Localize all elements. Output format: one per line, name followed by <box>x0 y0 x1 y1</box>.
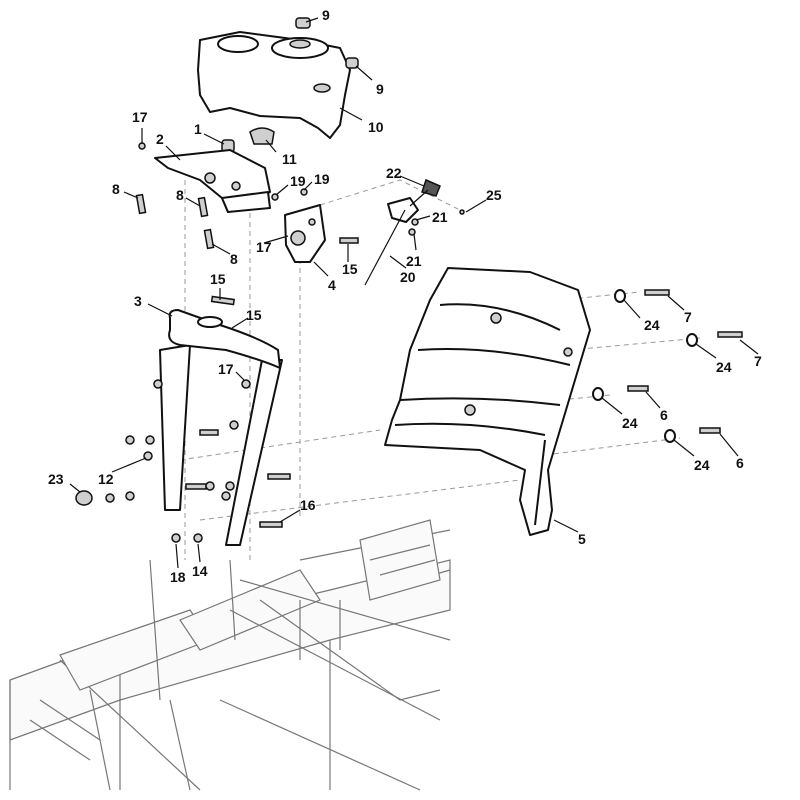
callout-7b: 7 <box>754 353 762 369</box>
callout-22: 22 <box>386 165 402 181</box>
callout-17b: 17 <box>256 239 272 255</box>
bolts <box>135 193 743 528</box>
assembly-guide-lines <box>179 179 701 560</box>
callout-12: 12 <box>98 471 114 487</box>
callout-16: 16 <box>300 497 316 513</box>
callout-9b: 9 <box>376 81 384 97</box>
callout-15c: 15 <box>246 307 262 323</box>
callout-10: 10 <box>368 119 384 135</box>
callout-21a: 21 <box>432 209 448 225</box>
callout-5: 5 <box>578 531 586 547</box>
callout-14: 14 <box>192 563 208 579</box>
dashboard-cover <box>197 31 351 139</box>
callout-15a: 15 <box>342 261 358 277</box>
callout-labels: 9 9 10 1 11 17 2 8 8 8 19 19 17 4 15 15 … <box>48 7 762 585</box>
callout-7a: 7 <box>684 309 692 325</box>
side-bracket <box>284 204 326 263</box>
callout-6b: 6 <box>736 455 744 471</box>
callout-17c: 17 <box>218 361 234 377</box>
chassis-frame <box>9 519 451 791</box>
callout-23: 23 <box>48 471 64 487</box>
callout-24c: 24 <box>622 415 638 431</box>
cap-11 <box>249 127 275 145</box>
callout-9a: 9 <box>322 7 330 23</box>
callout-25: 25 <box>486 187 502 203</box>
handle-bar <box>159 309 283 546</box>
knob-9-top <box>295 17 311 29</box>
callout-15b: 15 <box>210 271 226 287</box>
callout-19a: 19 <box>290 173 306 189</box>
front-shroud <box>384 267 591 536</box>
callout-11: 11 <box>282 151 297 167</box>
callout-2: 2 <box>156 131 164 147</box>
lever-assembly <box>364 178 441 286</box>
callout-8c: 8 <box>230 251 238 267</box>
knob-9-right <box>345 57 359 69</box>
callout-24d: 24 <box>694 457 710 473</box>
callout-1: 1 <box>194 121 202 137</box>
end-cap-23 <box>75 490 93 506</box>
leader-lines <box>69 17 759 569</box>
callout-17a: 17 <box>132 109 148 125</box>
upper-bracket-plate <box>154 149 271 213</box>
callout-4: 4 <box>328 277 336 293</box>
callout-8b: 8 <box>176 187 184 203</box>
callout-6a: 6 <box>660 407 668 423</box>
callout-24b: 24 <box>716 359 732 375</box>
callout-8a: 8 <box>112 181 120 197</box>
callout-24a: 24 <box>644 317 660 333</box>
callout-18: 18 <box>170 569 186 585</box>
callout-3: 3 <box>134 293 142 309</box>
nuts-and-washers <box>105 142 698 543</box>
callout-21b: 21 <box>406 253 422 269</box>
callout-20: 20 <box>400 269 416 285</box>
callout-19b: 19 <box>314 171 330 187</box>
